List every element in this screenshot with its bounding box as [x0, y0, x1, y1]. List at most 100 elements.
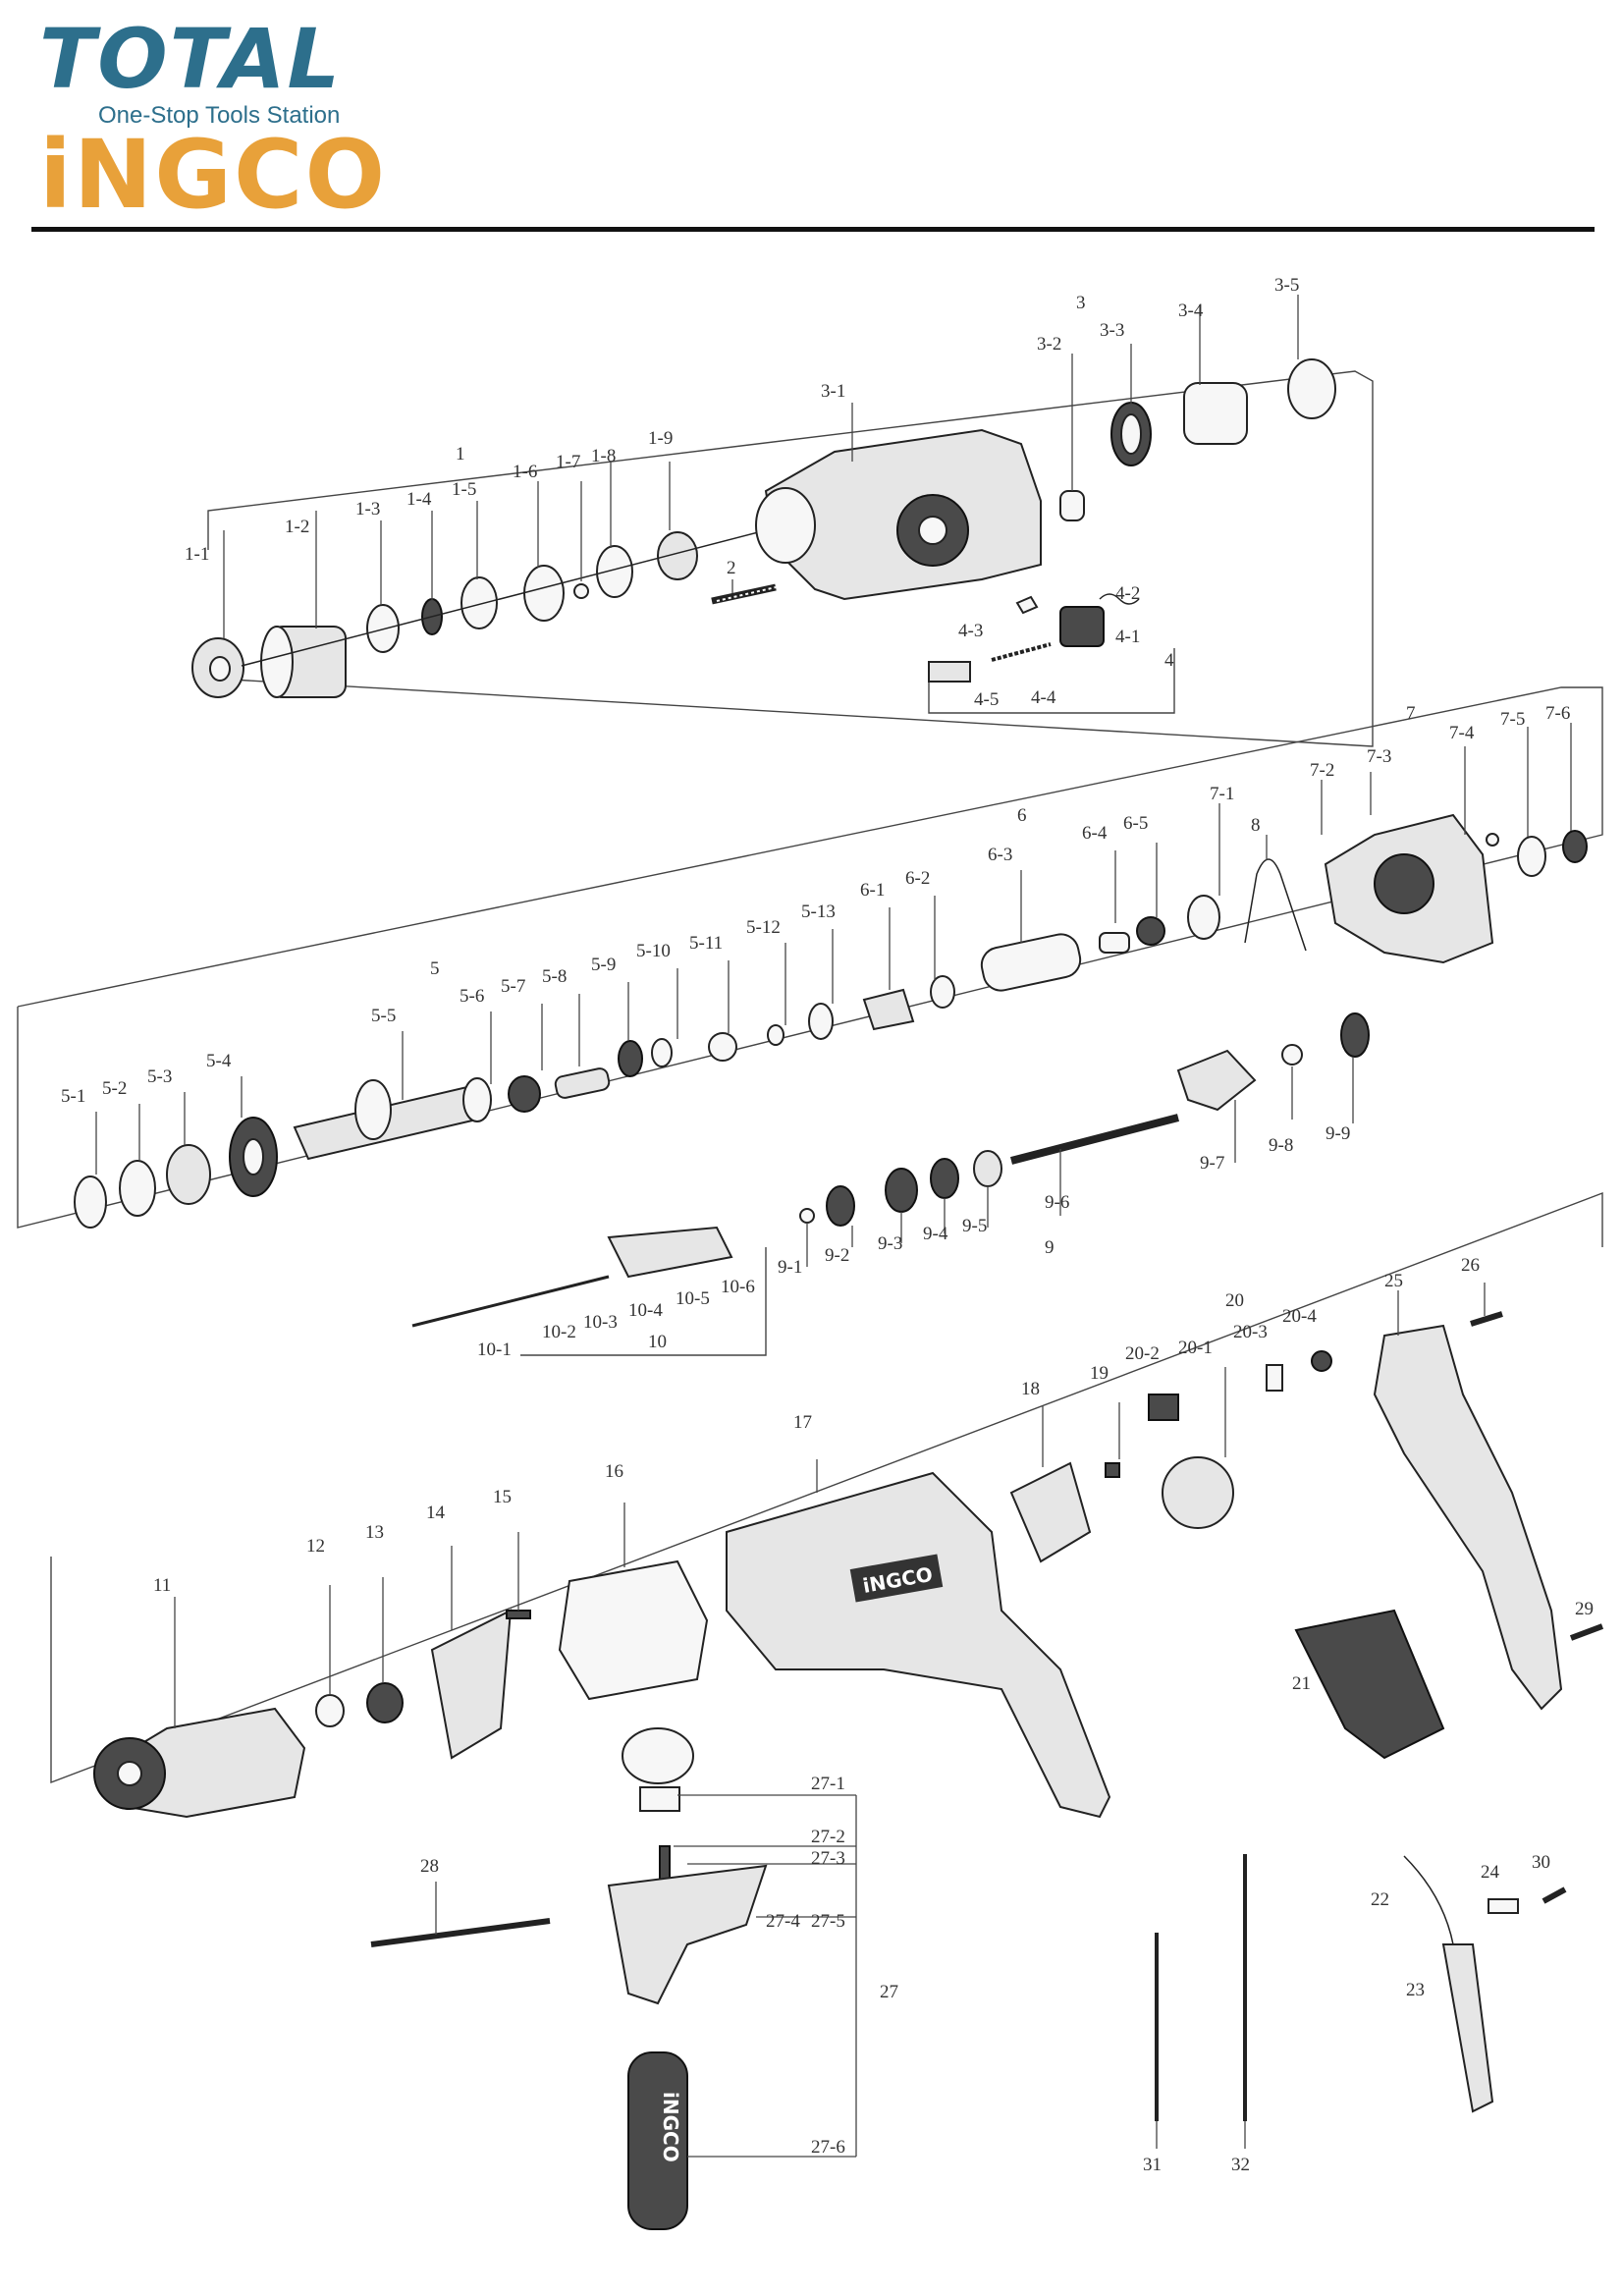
- part-4-2-clip: [1099, 593, 1140, 605]
- label-9-1: 9-1: [778, 1257, 802, 1278]
- label-9-9: 9-9: [1325, 1123, 1350, 1144]
- label-6-5: 6-5: [1123, 813, 1148, 834]
- label-7-6: 7-6: [1545, 703, 1570, 724]
- label-5-13: 5-13: [801, 902, 836, 922]
- part-7-1-ring: [1187, 895, 1220, 940]
- group-5-spindle-assembly: [74, 1003, 834, 1229]
- part-17-housing-body: [726, 1471, 1111, 1819]
- part-5-10-oring: [651, 1038, 673, 1067]
- label-5-8: 5-8: [542, 966, 567, 987]
- label-7-1: 7-1: [1210, 784, 1234, 804]
- axis-line-1: [241, 529, 767, 667]
- label-1-1: 1-1: [185, 544, 209, 565]
- label-15: 15: [493, 1487, 512, 1507]
- part-17-motor-housing: iNGCO: [726, 1471, 1111, 1819]
- label-9-3: 9-3: [878, 1233, 902, 1254]
- part-3-4-cylinder: [1183, 382, 1248, 445]
- part-1-9-spring: [657, 531, 698, 580]
- part-13-bearing: [366, 1682, 404, 1723]
- part-9-6-shaft: [1009, 1114, 1180, 1165]
- frame-upper-housing-group: [207, 370, 1374, 747]
- part-17-brand-plate: [849, 1554, 944, 1603]
- label-27-3: 27-3: [811, 1848, 845, 1869]
- part-1-3-ring: [366, 604, 400, 653]
- label-8: 8: [1251, 815, 1261, 836]
- label-22: 22: [1371, 1889, 1389, 1910]
- part-25-handle-cover: [1373, 1324, 1563, 1711]
- label-4-3: 4-3: [958, 621, 983, 641]
- part-9-1-circlip: [799, 1208, 815, 1224]
- part-labels: 1 1-1 1-2 1-3 1-4 1-5 1-6 1-7 1-8 1-9 2 …: [61, 275, 1594, 2175]
- part-9-9-gear: [1340, 1012, 1370, 1058]
- label-20-3: 20-3: [1233, 1322, 1268, 1342]
- part-1-7-ball: [573, 583, 589, 599]
- group-27-side-handle: iNGCO: [370, 1727, 768, 2230]
- part-6-3-cylinder: [980, 933, 1082, 992]
- label-3-3: 3-3: [1100, 320, 1124, 341]
- label-3-2: 3-2: [1037, 334, 1061, 355]
- label-10-5: 10-5: [676, 1288, 710, 1309]
- label-2: 2: [727, 558, 736, 578]
- part-9-3-gear: [885, 1168, 918, 1213]
- label-5-9: 5-9: [591, 955, 616, 975]
- label-1-7: 1-7: [556, 452, 580, 472]
- part-8-spring-clip: [1244, 858, 1307, 952]
- label-5-5: 5-5: [371, 1006, 396, 1026]
- label-31: 31: [1143, 2155, 1162, 2175]
- part-7-3-gear: [1374, 853, 1434, 914]
- label-14: 14: [426, 1503, 446, 1523]
- label-32: 32: [1231, 2155, 1250, 2175]
- part-2-screw: [711, 583, 777, 605]
- page-header: TOTAL One-Stop Tools Station iNGCO: [0, 0, 1623, 236]
- part-1-2-sleeve-end: [260, 626, 294, 698]
- header-divider: [31, 227, 1595, 232]
- label-7-4: 7-4: [1449, 723, 1475, 743]
- label-7: 7: [1406, 703, 1416, 724]
- part-3-3-gear-ring-inner: [1120, 413, 1142, 455]
- group-10-mode-switch: [411, 1226, 733, 1328]
- part-26-screw: [1470, 1311, 1503, 1327]
- label-5: 5: [430, 958, 440, 979]
- part-7-5-ring: [1517, 836, 1546, 877]
- label-1-2: 1-2: [285, 517, 309, 537]
- label-20: 20: [1225, 1290, 1244, 1311]
- part-11-armature-hub: [117, 1761, 142, 1786]
- part-5-9-ring: [618, 1040, 643, 1077]
- label-5-12: 5-12: [746, 917, 781, 938]
- part-5-13-ring: [808, 1003, 834, 1040]
- label-27-4: 27-4: [766, 1911, 800, 1932]
- part-20-1-holder: [1162, 1456, 1234, 1529]
- label-5-2: 5-2: [102, 1078, 127, 1099]
- label-6-4: 6-4: [1082, 823, 1108, 844]
- part-29-screw: [1569, 1623, 1604, 1641]
- label-1-9: 1-9: [648, 428, 673, 449]
- label-9-6: 9-6: [1045, 1192, 1069, 1213]
- group-rear-handle: [1373, 1311, 1604, 2113]
- label-7-3: 7-3: [1367, 746, 1391, 767]
- part-1-8-ring: [596, 545, 633, 598]
- label-20-2: 20-2: [1125, 1343, 1160, 1364]
- frame-gear-shaft-group: [17, 686, 1603, 1229]
- label-10-1: 10-1: [477, 1339, 512, 1360]
- label-7-2: 7-2: [1310, 760, 1334, 781]
- part-6-2-oring: [930, 975, 955, 1009]
- label-5-7: 5-7: [501, 976, 525, 997]
- label-1-4: 1-4: [406, 489, 432, 510]
- label-1-6: 1-6: [513, 462, 537, 482]
- total-logo: TOTAL One-Stop Tools Station: [39, 18, 373, 129]
- part-28-depth-rod: [370, 1918, 551, 1947]
- part-9-2-gear: [826, 1185, 855, 1227]
- part-12-bearing: [315, 1694, 345, 1727]
- label-3: 3: [1076, 293, 1086, 313]
- part-19-screw: [1105, 1462, 1120, 1478]
- part-7-6-bearing: [1562, 830, 1588, 863]
- part-1-1-cap-hole: [209, 656, 231, 682]
- label-12: 12: [306, 1536, 325, 1557]
- part-23-power-cord: [1441, 1943, 1494, 2113]
- part-3-1-selector-center: [918, 516, 947, 545]
- part-5-7-striker: [554, 1067, 611, 1099]
- label-6-2: 6-2: [905, 868, 930, 889]
- part-27-6-brand-text: iNGCO: [659, 2092, 682, 2162]
- part-4-3-plate: [1015, 595, 1039, 615]
